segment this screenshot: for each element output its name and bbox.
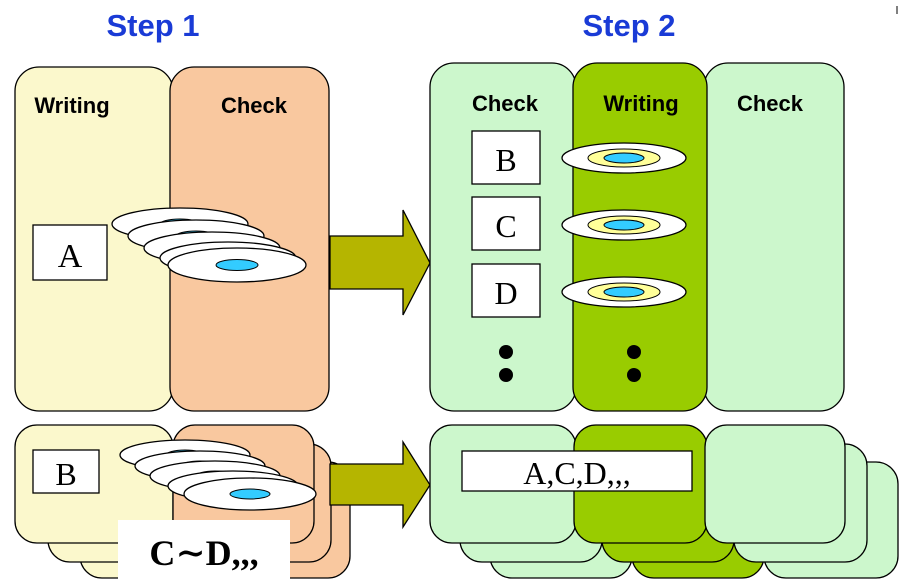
step2-writing-label: Writing — [603, 91, 678, 116]
step2-item-box-c — [471, 196, 541, 251]
step1-pending-items: C∼D,,, — [149, 533, 258, 573]
disc-icon — [561, 276, 687, 308]
step1-stack-disc-fan — [119, 439, 317, 511]
step2-stack-check-right-front — [704, 424, 846, 544]
step2-item-box-d — [471, 263, 541, 318]
step1-disc-fan — [111, 207, 307, 283]
step1-writing-label: Writing — [34, 93, 109, 118]
step2-stack — [429, 424, 899, 579]
step2-title: Step 2 — [582, 8, 675, 43]
step2-main-panel: Check Writing Check B C D — [429, 62, 845, 412]
step2-stack-items: A,C,D,,, — [523, 455, 631, 491]
step2-stack-items-box — [461, 450, 693, 492]
step1-item-a: A — [58, 238, 83, 275]
disc-icon — [561, 142, 687, 174]
ellipsis-dots-icon — [627, 345, 641, 382]
step2-item-b: B — [495, 142, 516, 178]
ellipsis-dots-icon — [499, 345, 513, 382]
step1-item-box-a — [32, 224, 108, 281]
step1-item-b: B — [55, 456, 76, 492]
step1-main-panel: Writing Check A — [14, 66, 330, 412]
step1-title: Step 1 — [106, 8, 199, 43]
step2-check-left-label: Check — [472, 91, 539, 116]
step2-item-d: D — [494, 275, 517, 311]
disc-icon — [561, 209, 687, 241]
step1-item-box-b — [32, 449, 100, 494]
step2-item-c: C — [495, 208, 516, 244]
arrow-right-icon — [329, 209, 431, 316]
disc-icon — [167, 247, 307, 283]
step1-pending-box — [118, 520, 290, 580]
disc-icon — [183, 477, 317, 511]
step1-check-label: Check — [221, 93, 288, 118]
step2-item-box-b — [471, 130, 541, 185]
step2-check-right-label: Check — [737, 91, 804, 116]
arrow-right-icon — [329, 439, 431, 530]
